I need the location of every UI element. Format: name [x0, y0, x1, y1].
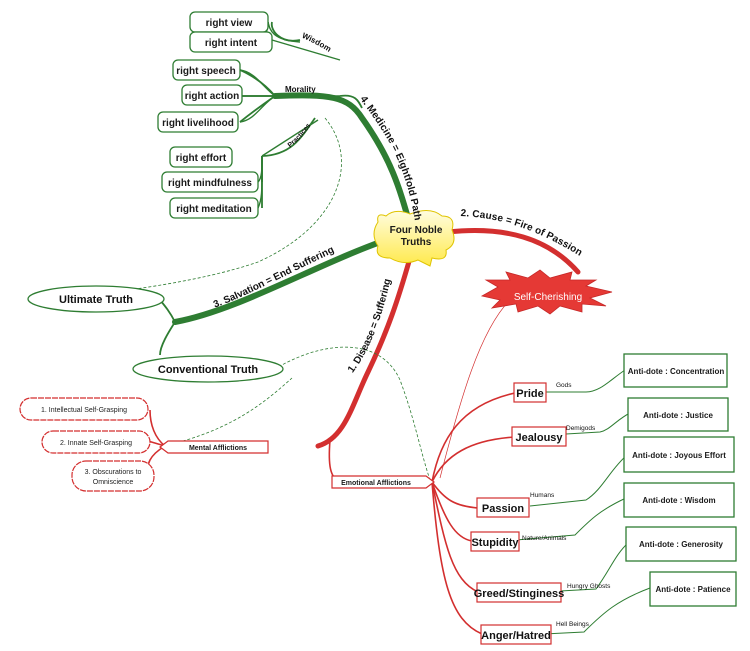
- dashed-connector-mental: [167, 377, 293, 446]
- node-mental-afflictions[interactable]: Mental Afflictions: [159, 440, 269, 454]
- svg-text:Passion: Passion: [482, 503, 524, 515]
- branch-cause-line: [445, 228, 581, 275]
- box-right-effort[interactable]: right effort: [169, 146, 233, 168]
- affliction-pride[interactable]: Pride: [513, 382, 547, 403]
- svg-text:right speech: right speech: [176, 66, 235, 77]
- svg-text:Jealousy: Jealousy: [515, 432, 563, 444]
- antidote-patience[interactable]: Anti-dote : Patience: [649, 571, 737, 607]
- affliction-jealousy[interactable]: Jealousy: [511, 426, 567, 447]
- affliction-anger-hatred[interactable]: Anger/Hatred: [480, 624, 552, 645]
- realm-gods: Gods: [556, 382, 572, 389]
- node-self-cherishing[interactable]: Self-Cherishing: [480, 269, 613, 315]
- box-right-livelihood[interactable]: right livelihood: [157, 111, 239, 133]
- antidote-joyous-effort[interactable]: Anti-dote : Joyous Effort: [623, 436, 735, 473]
- svg-text:Anti-dote : Justice: Anti-dote : Justice: [643, 411, 713, 420]
- node-emotional-afflictions[interactable]: Emotional Afflictions: [331, 475, 435, 489]
- branch-medicine-line: [272, 92, 413, 228]
- box-right-action[interactable]: right action: [181, 84, 243, 106]
- svg-text:Mental Afflictions: Mental Afflictions: [189, 445, 247, 452]
- group-label-morality: Morality: [285, 85, 316, 94]
- box-right-mindfulness[interactable]: right mindfulness: [161, 171, 259, 193]
- center-title-line2: Truths: [401, 237, 432, 248]
- svg-text:Emotional Afflictions: Emotional Afflictions: [341, 480, 411, 487]
- svg-text:Greed/Stinginess: Greed/Stinginess: [474, 588, 564, 600]
- svg-text:Pride: Pride: [516, 388, 544, 400]
- antidote-connectors: [515, 369, 651, 636]
- branch-salvation-line: [172, 235, 395, 325]
- antidote-generosity[interactable]: Anti-dote : Generosity: [625, 526, 737, 562]
- svg-text:Conventional Truth: Conventional Truth: [158, 364, 259, 376]
- svg-text:right view: right view: [206, 18, 253, 29]
- dashed-connector-conventional: [269, 346, 431, 481]
- svg-text:right action: right action: [185, 91, 239, 102]
- svg-text:Anti-dote : Wisdom: Anti-dote : Wisdom: [642, 496, 715, 505]
- svg-text:Anti-dote : Patience: Anti-dote : Patience: [655, 585, 731, 594]
- svg-text:Anger/Hatred: Anger/Hatred: [481, 630, 551, 642]
- cloud-intellectual-self-grasping[interactable]: 1. Intellectual Self-Grasping: [19, 397, 149, 421]
- svg-text:Stupidity: Stupidity: [471, 537, 519, 549]
- branch-label-cause: 2. Cause = Fire of Passion: [460, 208, 584, 259]
- antidote-concentration[interactable]: Anti-dote : Concentration: [623, 353, 728, 388]
- svg-text:3. Obscurations to: 3. Obscurations to: [85, 469, 142, 476]
- box-right-view[interactable]: right view: [189, 11, 269, 33]
- box-right-intent[interactable]: right intent: [189, 31, 273, 53]
- node-conventional-truth[interactable]: Conventional Truth: [132, 355, 284, 383]
- antidote-wisdom[interactable]: Anti-dote : Wisdom: [623, 482, 735, 518]
- svg-text:2. Innate Self-Grasping: 2. Innate Self-Grasping: [60, 440, 132, 447]
- center-node[interactable]: Four Noble Truths: [373, 210, 455, 267]
- affliction-greed-stinginess[interactable]: Greed/Stinginess: [474, 582, 564, 603]
- svg-text:Ultimate Truth: Ultimate Truth: [59, 294, 133, 306]
- svg-text:1. Intellectual Self-Grasping: 1. Intellectual Self-Grasping: [41, 407, 127, 414]
- box-right-meditation[interactable]: right meditation: [169, 197, 259, 219]
- node-ultimate-truth[interactable]: Ultimate Truth: [27, 285, 165, 313]
- affliction-stupidity[interactable]: Stupidity: [470, 531, 520, 552]
- red-subbranches: [147, 392, 516, 635]
- svg-text:right meditation: right meditation: [176, 204, 252, 215]
- realm-hell-beings: Hell Beings: [556, 621, 590, 628]
- antidote-justice[interactable]: Anti-dote : Justice: [627, 397, 729, 432]
- center-title-line1: Four Noble: [390, 225, 443, 236]
- svg-text:right mindfulness: right mindfulness: [168, 178, 252, 189]
- branch-label-medicine: 4. Medicine = Eightfold Path: [358, 94, 423, 221]
- cloud-obscurations[interactable]: 3. Obscurations to Omniscience: [71, 460, 155, 492]
- group-label-practices: Practices: [287, 122, 313, 149]
- branch-disease-line: [315, 255, 413, 449]
- svg-text:Omniscience: Omniscience: [93, 479, 134, 486]
- realm-nature-animals: Nature/Animals: [522, 535, 567, 542]
- svg-text:Self-Cherishing: Self-Cherishing: [514, 292, 582, 303]
- affliction-passion[interactable]: Passion: [476, 497, 530, 518]
- svg-text:right intent: right intent: [205, 38, 258, 49]
- realm-hungry-ghosts: Hungry Ghosts: [567, 583, 611, 590]
- svg-text:Anti-dote : Concentration: Anti-dote : Concentration: [628, 367, 725, 376]
- svg-text:Anti-dote : Generosity: Anti-dote : Generosity: [639, 540, 724, 549]
- realm-humans: Humans: [530, 492, 555, 499]
- svg-text:right livelihood: right livelihood: [162, 118, 234, 129]
- realm-demigods: Demigods: [566, 425, 596, 432]
- green-box-connectors: [239, 21, 341, 209]
- svg-text:Anti-dote : Joyous Effort: Anti-dote : Joyous Effort: [632, 451, 726, 460]
- box-right-speech[interactable]: right speech: [172, 59, 241, 81]
- svg-text:right effort: right effort: [176, 153, 227, 164]
- cloud-innate-self-grasping[interactable]: 2. Innate Self-Grasping: [41, 430, 151, 454]
- self-cherishing-connector: [439, 299, 511, 479]
